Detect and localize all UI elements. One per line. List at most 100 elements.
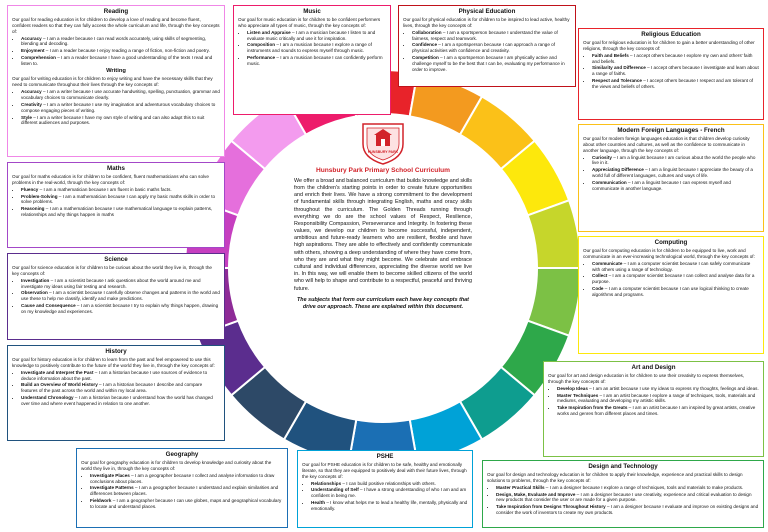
concept-item: Collaboration – I am a sportsperson beca… bbox=[412, 30, 571, 42]
concept-item: Reasoning – I am a mathematician because… bbox=[21, 206, 220, 218]
concept-description: – I am a linguist because I can express … bbox=[592, 180, 731, 191]
concept-description: – I am a musician because I explore a ra… bbox=[247, 42, 372, 54]
subject-intro: Our goal for design and technology educa… bbox=[487, 471, 743, 483]
concept-description: – I am a mathematician because I can app… bbox=[21, 193, 216, 205]
concept-description: – I am a historian because I use sources… bbox=[21, 369, 208, 381]
concept-name: Fluency bbox=[21, 186, 39, 192]
concept-name: Communicate bbox=[592, 260, 623, 266]
concept-item: Fluency – I am a mathematician because I… bbox=[21, 187, 220, 193]
concept-item: Investigate Places – I am a geographer b… bbox=[90, 473, 283, 485]
concept-name: Fieldwork bbox=[90, 498, 112, 504]
subject-title: Reading bbox=[103, 8, 129, 15]
concept-name: Take Inspiration from the Greats bbox=[557, 405, 628, 411]
concept-description: – I am a scientist because I carefully o… bbox=[21, 290, 220, 302]
concept-item: Code – I am a computer scientist because… bbox=[592, 286, 759, 298]
svg-text:HUNSBURY PARK: HUNSBURY PARK bbox=[368, 150, 399, 154]
concept-name: Enjoyment bbox=[21, 48, 45, 54]
concept-name: Listen and Appraise bbox=[247, 29, 291, 35]
concept-name: Cause and Consequence bbox=[21, 303, 76, 309]
concept-name: Develop Ideas bbox=[557, 385, 588, 391]
concept-name: Communication bbox=[592, 180, 627, 186]
wheel-center bbox=[230, 115, 536, 421]
concept-description: – I am a designer because I evaluate and… bbox=[496, 504, 759, 516]
concept-description: – I am a sportsperson because I can appr… bbox=[412, 42, 555, 54]
curriculum-statement: Hunsbury Park Primary School Curriculum … bbox=[294, 167, 472, 411]
concept-description: – I am a mathematician because I use mat… bbox=[21, 206, 213, 218]
concept-description: – I am a sportsperson because I am physi… bbox=[412, 55, 565, 72]
subject-intro: Our goal for writing education is for ch… bbox=[12, 76, 213, 88]
concept-item: Creativity – I am a writer because I use… bbox=[21, 102, 220, 114]
concept-name: Comprehension bbox=[21, 55, 56, 61]
concept-description: – I am a musician because I listen to an… bbox=[247, 29, 376, 41]
concept-description: – I can build positive relationships wit… bbox=[341, 480, 436, 486]
concept-name: Similarity and Difference bbox=[592, 65, 646, 71]
concept-description: – I am a sportsperson because I understa… bbox=[412, 29, 558, 41]
concept-description: – I am a writer because I have my own st… bbox=[21, 114, 205, 126]
concept-name: Appreciating Difference bbox=[592, 167, 644, 173]
curriculum-body: We offer a broad and balanced curriculum… bbox=[294, 177, 472, 292]
concept-name: Accuracy bbox=[21, 89, 42, 95]
concept-name: Reasoning bbox=[21, 206, 45, 212]
concept-item: Master Techniques – I am an artist becau… bbox=[557, 393, 759, 405]
concept-name: Respect and Tolerance bbox=[592, 78, 642, 84]
concept-description: – I am a geographer because I can use gl… bbox=[90, 498, 282, 510]
concept-description: – I know what helps me to lead a healthy… bbox=[311, 500, 468, 512]
concept-item: Accuracy – I am a writer because I use a… bbox=[21, 89, 220, 101]
concept-item: Curiosity – I am a linguist because I am… bbox=[592, 155, 759, 167]
concept-item: Take Inspiration from the Greats – I am … bbox=[557, 405, 759, 417]
concept-list: Investigate and Interpret the Past – I a… bbox=[12, 370, 220, 407]
concept-name: Confidence bbox=[412, 42, 438, 48]
concept-name: Problem-Solving bbox=[21, 193, 58, 199]
concept-name: Curiosity bbox=[592, 154, 612, 160]
concept-description: – I am a linguist because I am curious a… bbox=[592, 154, 756, 166]
concept-item: Appreciating Difference – I am a linguis… bbox=[592, 167, 759, 179]
concept-description: – I am a reader because I enjoy reading … bbox=[44, 48, 210, 54]
concept-item: Cause and Consequence – I am a scientist… bbox=[21, 303, 220, 315]
subject-intro: Our goal for religious education is for … bbox=[583, 39, 755, 51]
concept-description: – I am a historian because I understand … bbox=[21, 395, 213, 407]
concept-name: Relationships bbox=[311, 480, 342, 486]
concept-name: Creativity bbox=[21, 101, 42, 107]
concept-item: Collect – I am a computer scientist beca… bbox=[592, 273, 759, 285]
subject-intro: Our goal for modern foreign languages ed… bbox=[583, 135, 750, 153]
concept-name: Style bbox=[21, 114, 32, 120]
concept-description: – I am a geographer because I collect an… bbox=[90, 472, 275, 484]
concept-name: Observation bbox=[21, 290, 48, 296]
subject-intro: Our goal for science education is for ch… bbox=[12, 264, 212, 276]
concept-item: Investigate and Interpret the Past – I a… bbox=[21, 370, 220, 382]
concept-item: Style – I am a writer because I have my … bbox=[21, 115, 220, 127]
concept-name: Master Techniques bbox=[557, 392, 599, 398]
concept-name: Understand Chronology bbox=[21, 395, 74, 401]
concept-list: Develop Ideas – I am an artist because I… bbox=[548, 386, 759, 417]
concept-description: – I am a scientist because I try to expl… bbox=[21, 303, 219, 315]
concept-item: Competition – I am a sportsperson becaus… bbox=[412, 55, 571, 73]
concept-list: Fluency – I am a mathematician because I… bbox=[12, 187, 220, 218]
concept-item: Communicate – I am a computer scientist … bbox=[592, 261, 759, 273]
subject-intro: Our goal for history education is for ch… bbox=[12, 356, 215, 368]
concept-list: Collaboration – I am a sportsperson beca… bbox=[403, 30, 571, 73]
concept-description: – I have a strong understanding of who I… bbox=[311, 487, 467, 499]
concept-item: Health – I know what helps me to lead a … bbox=[311, 500, 468, 512]
subject-title: Physical Education bbox=[458, 8, 516, 15]
concept-name: Design, Make, Evaluate and Improve bbox=[496, 491, 576, 497]
concept-name: Health bbox=[311, 500, 326, 506]
concept-item: Performance – I am a musician because I … bbox=[247, 55, 386, 67]
subject-intro: Our goal for PSHE education is for child… bbox=[302, 461, 467, 479]
subject-title: PSHE bbox=[376, 453, 394, 460]
concept-name: Investigation bbox=[21, 277, 50, 283]
subject-title: Writing bbox=[106, 67, 126, 74]
concept-description: – I am a writer because I use my imagina… bbox=[21, 101, 216, 113]
concept-list: Master Practical Skills – I am a designe… bbox=[487, 485, 759, 516]
concept-name: Master Practical Skills bbox=[496, 484, 545, 490]
subject-title: Geography bbox=[165, 451, 199, 458]
curriculum-title: Hunsbury Park Primary School Curriculum bbox=[315, 167, 451, 174]
concept-item: Comprehension – I am a reader because I … bbox=[21, 55, 220, 67]
subject-title: Modern Foreign Languages - French bbox=[617, 127, 725, 134]
subject-intro: Our goal for computing education is for … bbox=[583, 247, 755, 259]
concept-name: Code bbox=[592, 286, 604, 292]
